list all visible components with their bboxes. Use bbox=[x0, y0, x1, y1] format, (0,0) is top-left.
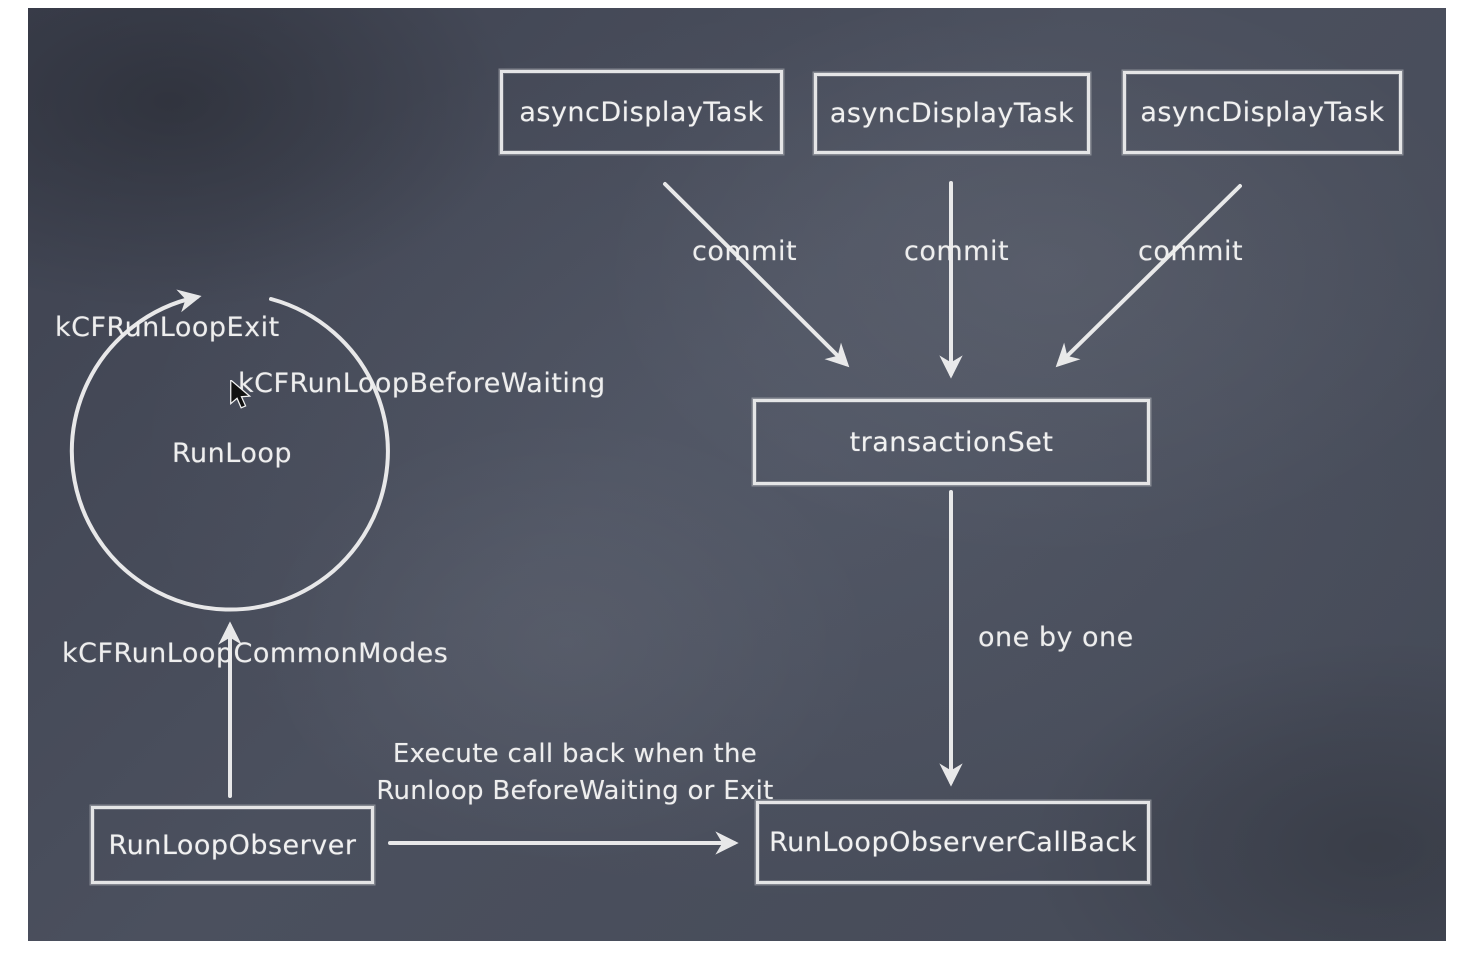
node-transaction-set: transactionSet bbox=[753, 399, 1150, 485]
node-label: asyncDisplayTask bbox=[519, 96, 764, 128]
node-async-display-task-3: asyncDisplayTask bbox=[1123, 71, 1402, 154]
annotation-kcfrunloopcommonmodes: kCFRunLoopCommonModes bbox=[62, 638, 449, 669]
edge-label-commit-2: commit bbox=[904, 236, 1010, 267]
edge-label-commit-1: commit bbox=[692, 236, 798, 267]
node-runloop-observer: RunLoopObserver bbox=[91, 806, 374, 884]
node-label: RunLoopObserver bbox=[108, 829, 357, 861]
node-label: asyncDisplayTask bbox=[829, 98, 1075, 129]
node-label: transactionSet bbox=[849, 426, 1054, 458]
mouse-cursor bbox=[228, 380, 254, 410]
edge-note-execute-callback: Execute call back when the Runloop Befor… bbox=[375, 736, 775, 810]
node-async-display-task-1: asyncDisplayTask bbox=[500, 70, 783, 154]
edge-note-line-1: Execute call back when the bbox=[392, 739, 758, 769]
edge-label-commit-3: commit bbox=[1138, 236, 1244, 267]
edge-note-line-2: Runloop BeforeWaiting or Exit bbox=[376, 776, 774, 806]
annotation-kcfrunloopbeforewaiting: kCFRunLoopBeforeWaiting bbox=[238, 368, 606, 399]
node-runloop-observer-callback: RunLoopObserverCallBack bbox=[756, 801, 1150, 884]
node-async-display-task-2: asyncDisplayTask bbox=[814, 73, 1090, 154]
node-runloop-label: RunLoop bbox=[172, 438, 293, 469]
edge-label-one-by-one: one by one bbox=[978, 622, 1134, 653]
node-label: asyncDisplayTask bbox=[1140, 97, 1385, 128]
annotation-kcfrunloopexit: kCFRunLoopExit bbox=[55, 312, 280, 343]
node-label: RunLoopObserverCallBack bbox=[769, 827, 1137, 858]
